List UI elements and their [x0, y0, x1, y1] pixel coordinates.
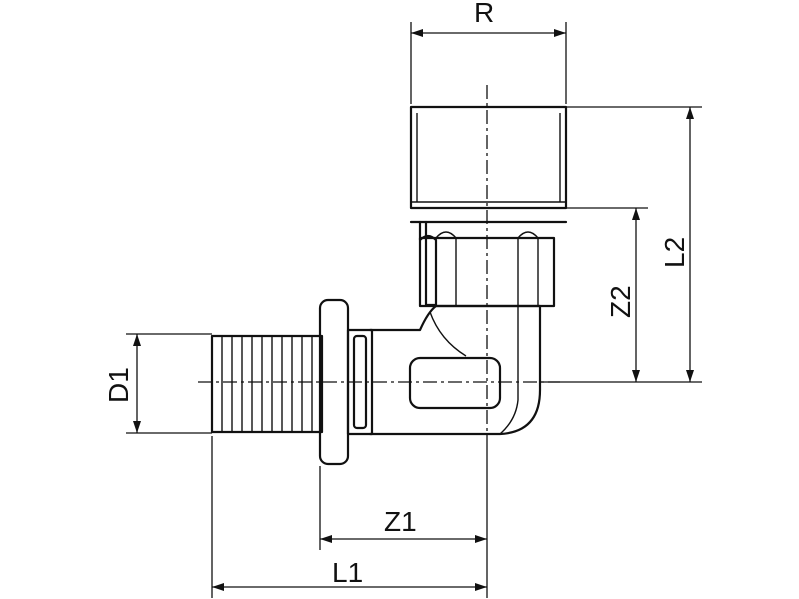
- flange: [318, 298, 374, 466]
- label-Z2: Z2: [605, 285, 636, 318]
- label-Z1: Z1: [384, 506, 417, 537]
- ribbed-insert: [210, 334, 324, 434]
- label-L2: L2: [659, 237, 690, 268]
- label-L1: L1: [332, 557, 363, 588]
- elbow-body: [368, 304, 542, 436]
- label-D1: D1: [103, 367, 134, 403]
- hex-nut: [418, 220, 556, 308]
- threaded-socket: [409, 105, 568, 224]
- label-R: R: [474, 0, 494, 28]
